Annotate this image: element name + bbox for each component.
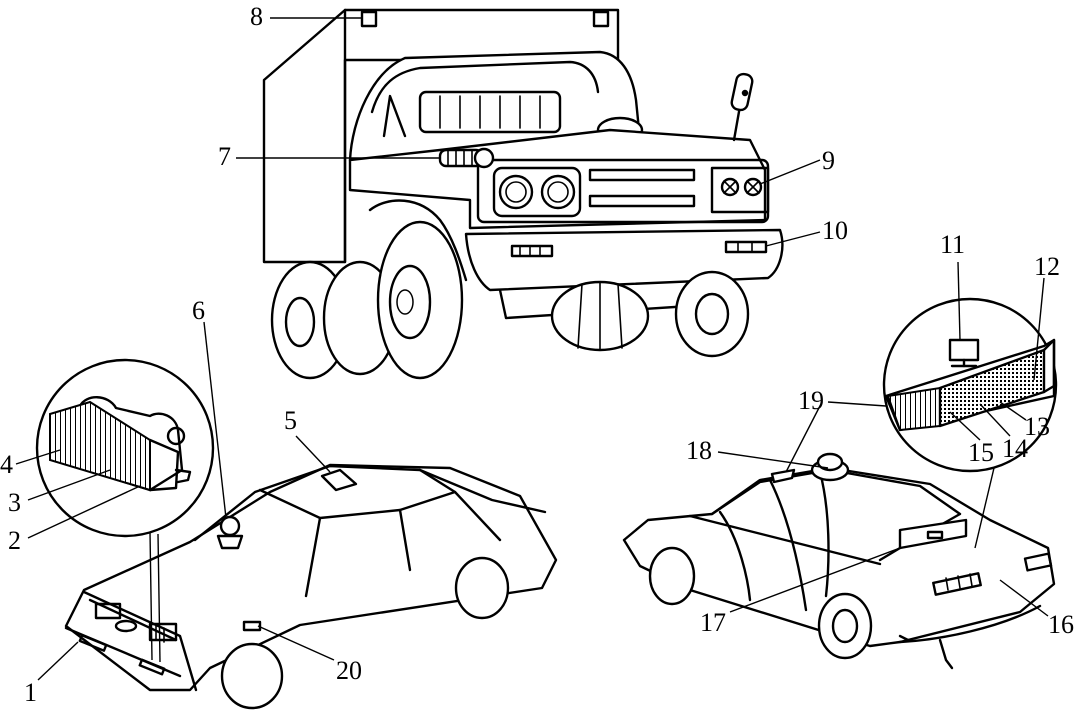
leader-19	[827, 401, 887, 407]
right-car-tail-lamp	[932, 572, 982, 596]
callout-13: 13	[1024, 412, 1050, 441]
right-car-rear-wheel	[817, 592, 873, 660]
truck-right-wheels	[550, 270, 750, 358]
leader-9	[759, 159, 821, 185]
light-bar-mount	[948, 338, 980, 362]
leader-1	[37, 641, 79, 681]
leader-4	[15, 449, 61, 465]
truck-side-turn-lamp	[438, 147, 495, 169]
truck-cab	[348, 50, 642, 162]
headlamp-assembly-detail	[49, 396, 192, 492]
left-car-front-wheel	[220, 642, 284, 710]
leader-6	[203, 321, 227, 519]
left-car-rear-wheel	[454, 556, 510, 620]
truck-clearance-lamp-left	[360, 10, 378, 28]
truck-front-wheel	[368, 199, 468, 380]
truck-headlamp-right	[540, 174, 576, 210]
leader-2	[27, 485, 141, 539]
callout-3: 3	[8, 488, 21, 517]
leader-3	[27, 469, 111, 501]
callout-11: 11	[940, 230, 966, 259]
leader-10	[765, 231, 821, 247]
truck-bumper-lamp-left	[510, 244, 554, 258]
leader-lines	[15, 17, 1049, 681]
callout-9: 9	[822, 146, 835, 175]
callout-2: 2	[8, 526, 21, 555]
leader-5	[295, 435, 331, 473]
left-car-side-marker	[242, 620, 262, 632]
truck-headlamp-left	[498, 174, 534, 210]
leader-14	[979, 403, 1011, 437]
right-car-rear-light-bar	[898, 518, 968, 550]
leader-15	[949, 411, 981, 441]
rear-light-bar-detail	[884, 338, 1056, 432]
left-car-drawing	[35, 358, 558, 710]
left-car-searchlight	[216, 515, 244, 550]
truck-front-lamp-right	[743, 177, 763, 197]
leader-12	[1033, 277, 1045, 381]
right-car-front-wheel	[648, 546, 696, 606]
left-detail-circle	[35, 358, 215, 538]
callout-19: 19	[798, 386, 824, 415]
callout-10: 10	[822, 216, 848, 245]
leader-13	[999, 401, 1027, 421]
headlamp-lens	[49, 400, 151, 492]
truck-drawing	[262, 8, 784, 380]
leader-20	[257, 625, 335, 661]
truck-clearance-lamp-right	[592, 10, 610, 28]
callout-5: 5	[284, 406, 297, 435]
truck-front-lamp-left	[720, 177, 740, 197]
callout-16: 16	[1048, 610, 1074, 639]
left-car-fog-lamp	[78, 634, 108, 652]
callout-6: 6	[192, 296, 205, 325]
right-car-drawing	[622, 297, 1058, 670]
left-car-roof-lamp	[320, 468, 358, 492]
callout-18: 18	[686, 436, 712, 465]
callout-17: 17	[700, 608, 726, 637]
truck-bumper-lamp-right	[724, 240, 768, 254]
truck-rear-wheels	[270, 260, 398, 380]
leader-16	[999, 579, 1049, 617]
right-car-roof-beacon	[810, 452, 850, 482]
callout-1: 1	[24, 678, 37, 707]
callout-15: 15	[968, 438, 994, 467]
leader-11	[957, 261, 961, 341]
leader-17	[729, 547, 901, 613]
callout-14: 14	[1002, 434, 1028, 463]
right-detail-circle	[882, 297, 1058, 473]
callout-4: 4	[0, 450, 13, 479]
callout-20: 20	[336, 656, 362, 685]
callout-12: 12	[1034, 252, 1060, 281]
leader-18	[717, 451, 829, 469]
callout-7: 7	[218, 142, 231, 171]
callout-8: 8	[250, 2, 263, 31]
truck-hood	[348, 128, 767, 230]
leader-19b	[785, 401, 823, 473]
